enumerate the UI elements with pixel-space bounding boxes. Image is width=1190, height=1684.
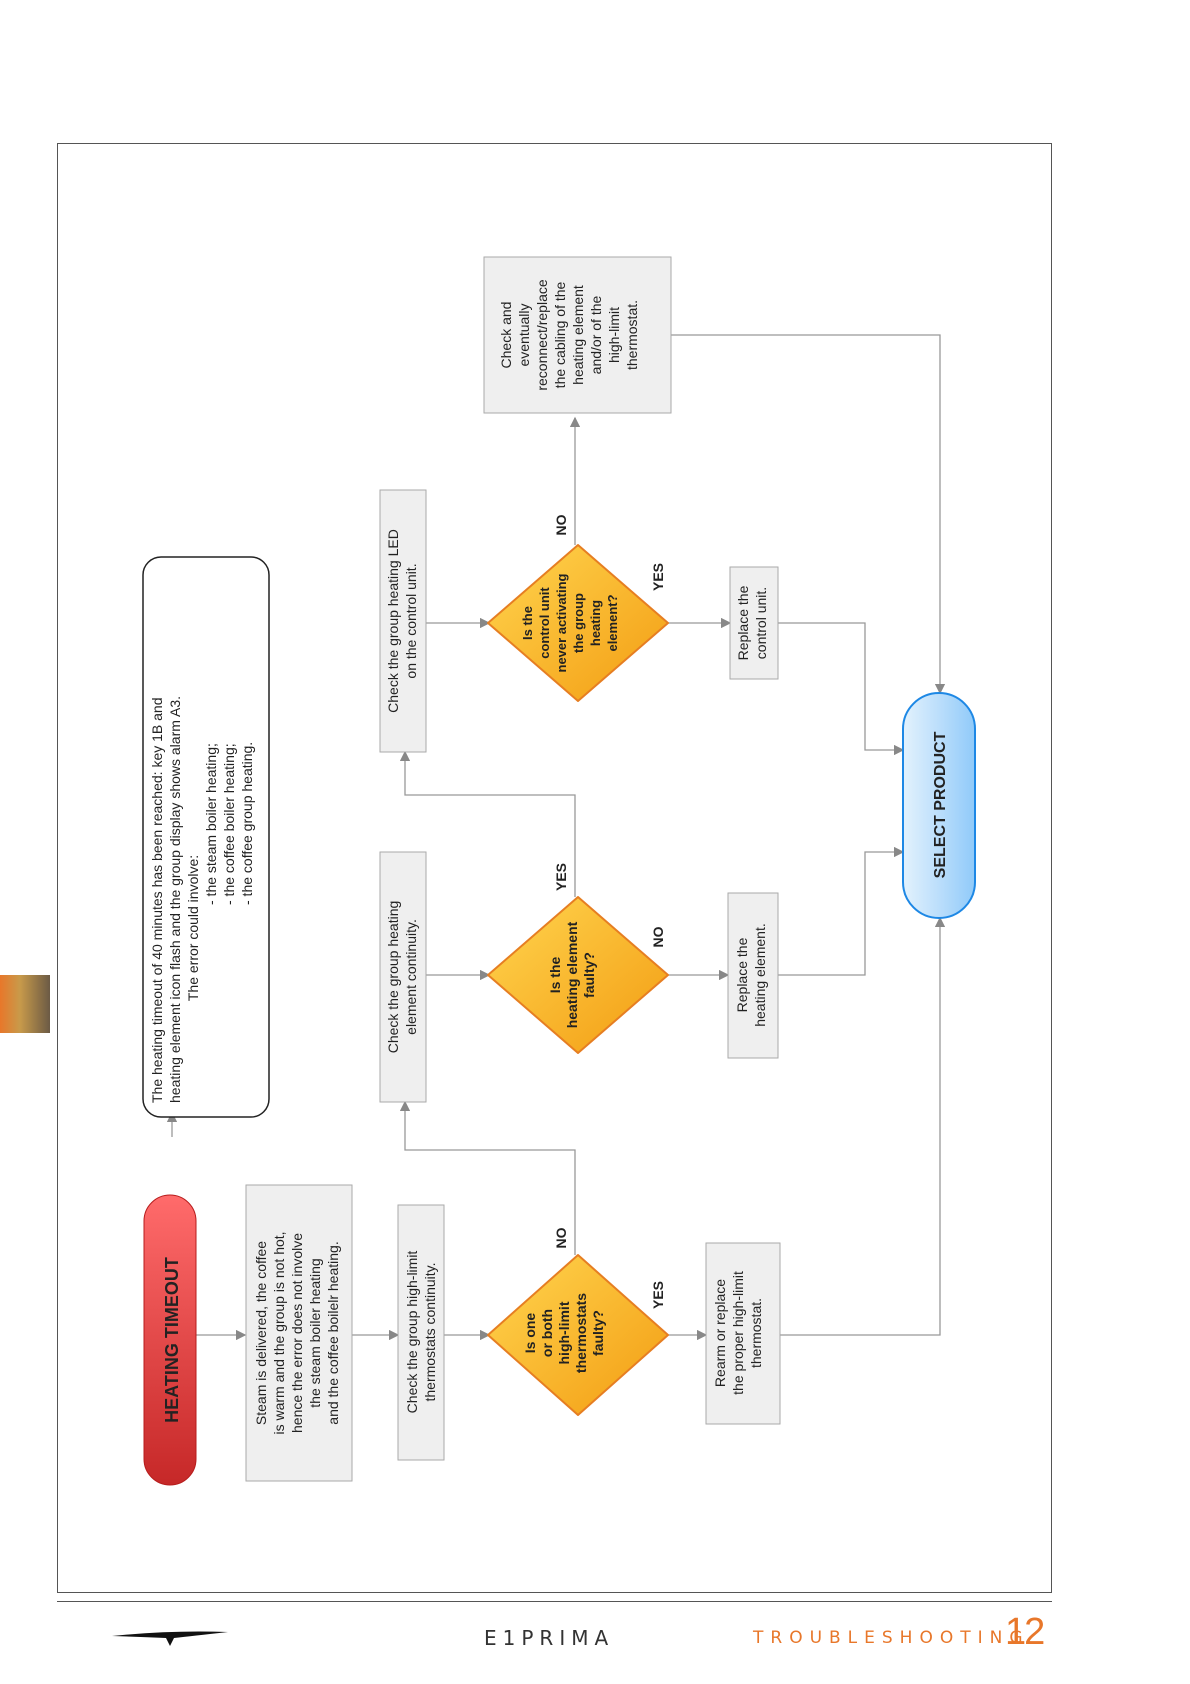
- d2-line-2: heating element: [564, 921, 580, 1028]
- brand-logo-icon: [112, 1631, 228, 1646]
- d1-no-label: NO: [553, 1227, 569, 1248]
- box-replace-control: Replace the control unit.: [729, 566, 779, 680]
- d2-no-label: NO: [650, 926, 666, 947]
- d2-line-1: Is the: [547, 957, 563, 994]
- d3-yes-label: YES: [650, 563, 666, 591]
- page-number: 12: [1005, 1611, 1045, 1653]
- d3-line-1: Is the: [520, 606, 535, 640]
- steam-line-1: Steam is delivered, the coffee: [253, 1241, 269, 1425]
- d3-line-4: the group: [571, 593, 586, 653]
- connectors: [166, 334, 946, 1341]
- note-line-2: heating element icon flash and the group…: [167, 696, 183, 1103]
- check-highlimit-line-2: thermostats continuity.: [422, 1262, 438, 1401]
- decision-element-faulty: Is the heating element faulty?: [487, 896, 669, 1054]
- d3-line-6: element?: [605, 594, 620, 651]
- note-line-5: - the coffee boiler heating;: [221, 743, 237, 905]
- cabling-line-2: eventually: [516, 303, 532, 366]
- d1-line-2: or both: [539, 1309, 555, 1357]
- d3-no-label: NO: [553, 514, 569, 535]
- box-steam-delivered: Steam is delivered, the coffee is warm a…: [245, 1184, 353, 1482]
- d1-yes-label: YES: [650, 1281, 666, 1309]
- footer-divider: [57, 1601, 1052, 1602]
- check-led-line-1: Check the group heating LED: [385, 529, 401, 713]
- section-side-tab: [0, 975, 50, 1033]
- note-line-3: The error could involve:: [185, 855, 201, 1001]
- rearm-line-3: thermostat.: [748, 1298, 764, 1368]
- note-line-1: The heating timeout of 40 minutes has be…: [149, 698, 165, 1104]
- note-line-6: - the coffee group heating.: [239, 742, 255, 905]
- footer-brand: E1PRIMA: [484, 1626, 615, 1650]
- decision-control-unit: Is the control unit never activating the…: [487, 544, 669, 702]
- d1-line-3: high-limit: [556, 1301, 572, 1364]
- d3-line-3: never activating: [554, 573, 569, 672]
- cabling-line-3: reconnect/replace: [534, 279, 550, 391]
- end-label: SELECT PRODUCT: [932, 731, 949, 878]
- rearm-line-2: the proper high-limit: [730, 1271, 746, 1395]
- cabling-line-7: high-limit: [606, 307, 622, 363]
- page-frame: [57, 143, 1052, 1593]
- d3-line-2: control unit: [537, 587, 552, 659]
- end-select-product: SELECT PRODUCT: [902, 692, 976, 919]
- steam-line-5: and the coffee boilelr heating.: [325, 1241, 341, 1424]
- check-led-line-2: on the control unit.: [403, 563, 419, 678]
- steam-line-4: the steam boiler heating: [307, 1258, 323, 1407]
- steam-line-3: hence the error does not involve: [289, 1233, 305, 1433]
- check-element-line-1: Check the group heating: [385, 901, 401, 1054]
- d1-line-4: thermostats: [573, 1293, 589, 1373]
- timeout-note: The heating timeout of 40 minutes has be…: [142, 556, 270, 1118]
- cabling-line-4: the cabling of the: [552, 281, 568, 388]
- footer-section-title: TROUBLESHOOTING: [753, 1628, 1030, 1648]
- replace-element-line-1: Replace the: [734, 937, 750, 1012]
- d2-line-3: faulty?: [581, 952, 597, 998]
- box-check-element: Check the group heating element continui…: [379, 851, 427, 1103]
- start-heating-timeout: HEATING TIMEOUT: [143, 1194, 197, 1486]
- rearm-line-1: Rearm or replace: [712, 1279, 728, 1387]
- cabling-line-8: thermostat.: [624, 300, 640, 370]
- box-check-cabling: Check and eventually reconnect/replace t…: [483, 256, 672, 414]
- box-rearm-thermostat: Rearm or replace the proper high-limit t…: [705, 1242, 781, 1425]
- d3-line-5: heating: [588, 600, 603, 646]
- replace-control-line-1: Replace the: [735, 585, 751, 660]
- box-check-led: Check the group heating LED on the contr…: [379, 489, 427, 753]
- cabling-line-6: and/or of the: [588, 295, 604, 374]
- note-line-4: - the steam boiler heating;: [203, 743, 219, 905]
- box-check-highlimit: Check the group high-limit thermostats c…: [397, 1204, 445, 1461]
- decision-highlimit-faulty: Is one or both high-limit thermostats fa…: [487, 1254, 669, 1416]
- steam-line-2: is warm and the group is not hot,: [271, 1231, 287, 1434]
- replace-control-line-2: control unit.: [753, 587, 769, 659]
- d2-yes-label: YES: [553, 863, 569, 891]
- check-highlimit-line-1: Check the group high-limit: [404, 1251, 420, 1414]
- box-replace-element: Replace the heating element.: [727, 892, 779, 1059]
- d1-line-5: faulty?: [590, 1310, 606, 1356]
- cabling-line-1: Check and: [498, 302, 514, 369]
- start-label: HEATING TIMEOUT: [162, 1257, 182, 1423]
- replace-element-line-2: heating element.: [752, 923, 768, 1027]
- cabling-line-5: heating element: [570, 285, 586, 385]
- d1-line-1: Is one: [522, 1313, 538, 1354]
- check-element-line-2: element continuity.: [403, 919, 419, 1035]
